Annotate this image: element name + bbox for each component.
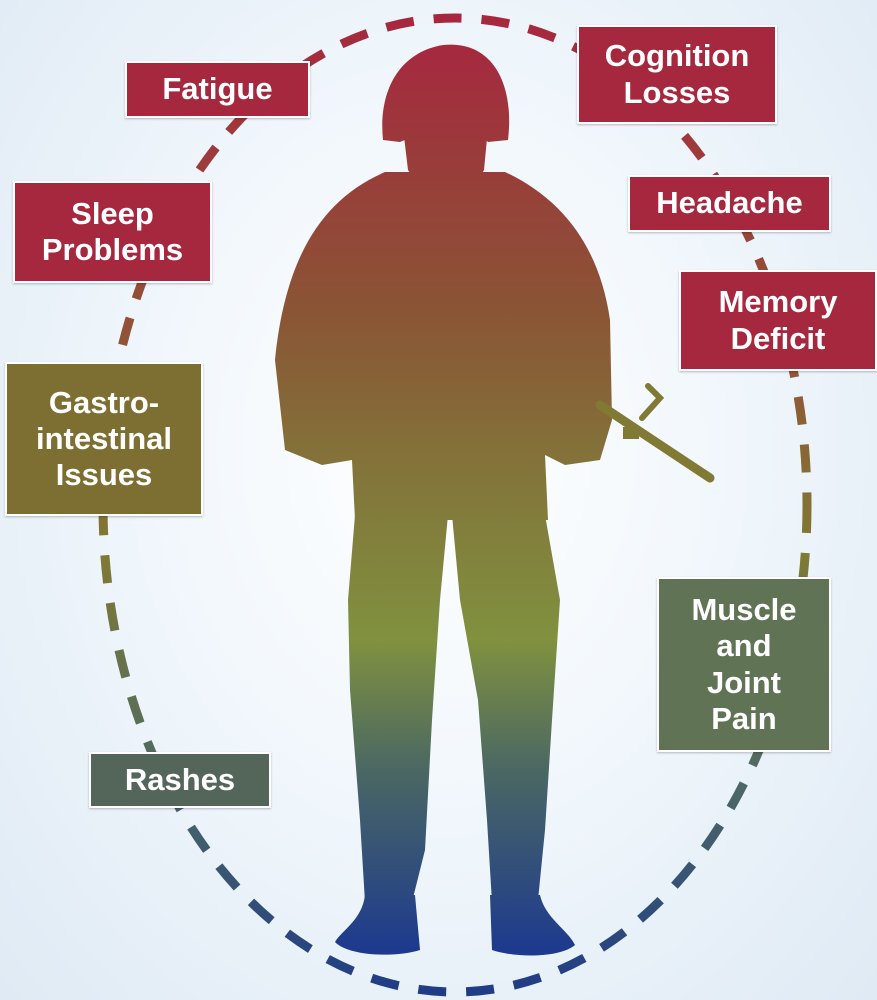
symptom-muscle-and-joint-pain: Muscle and Joint Pain (657, 577, 831, 752)
symptom-memory-deficit: Memory Deficit (679, 270, 877, 371)
symptom-headache: Headache (628, 175, 831, 232)
symptom-cognition-losses: Cognition Losses (577, 25, 777, 124)
symptom-gastrointestinal-issues: Gastro- intestinal Issues (5, 362, 203, 516)
symptom-fatigue: Fatigue (125, 61, 310, 118)
symptom-rashes: Rashes (89, 752, 271, 808)
rifle-icon (600, 386, 710, 478)
soldier-silhouette (275, 45, 612, 956)
symptom-sleep-problems: Sleep Problems (13, 181, 212, 283)
